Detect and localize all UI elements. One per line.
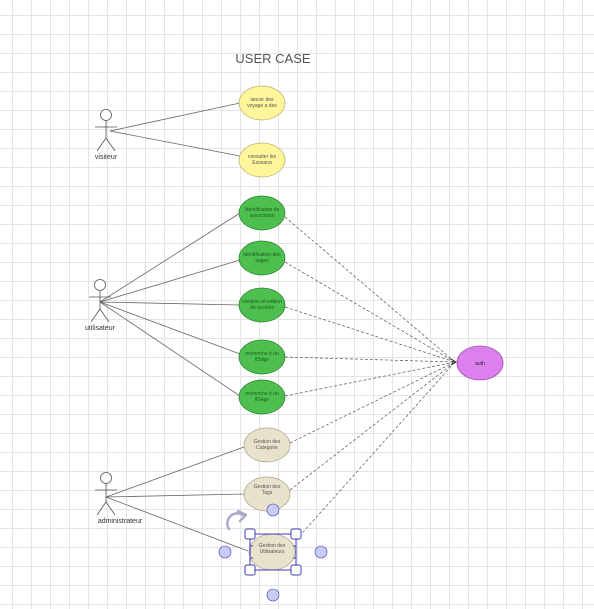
actor-label: administrateur [98,518,143,525]
association-line[interactable] [99,301,241,306]
use-case-uc3[interactable]: ldentification de association [238,195,286,231]
use-case-label: flSége [255,397,269,403]
association-line[interactable] [109,130,241,157]
use-case-label: Exosana [252,160,272,166]
association-line[interactable] [99,212,241,303]
actor-visiteur[interactable] [95,109,117,152]
use-case-label: recherche d un [245,351,279,357]
use-case-label: lancer des [250,97,274,103]
use-case-auth[interactable]: auth [456,345,504,381]
resize-handle[interactable] [290,528,302,540]
include-line[interactable] [284,216,456,363]
association-line[interactable] [105,493,245,498]
resize-handle[interactable] [244,528,256,540]
actor-utilisateur[interactable] [89,279,111,323]
include-line[interactable] [284,356,456,363]
actor-head-icon [100,109,112,121]
use-case-uc2[interactable]: consulter les Exosana [238,142,286,178]
use-case-uc9[interactable]: Gestion des Tags [243,476,291,512]
use-case-uc6[interactable]: recherche d un flSdge [238,339,286,375]
actor-label: utilisateur [85,325,116,332]
include-line[interactable] [284,261,456,363]
use-case-label: Tags [262,490,273,496]
use-case-label: Gestion des [254,484,281,490]
resize-handle[interactable] [244,564,256,576]
include-line[interactable] [289,361,456,491]
association-line[interactable] [105,446,245,498]
resize-handle[interactable] [290,564,302,576]
include-line[interactable] [284,306,456,363]
use-case-label: consulter les [248,154,277,160]
use-case-uc5[interactable]: creation et edition de sesions [238,287,286,323]
association-line[interactable] [99,259,241,303]
use-case-label: Categorie [256,445,278,451]
connection-handle[interactable] [266,588,280,602]
actor-head-icon [100,472,112,484]
arrowhead-icon [450,358,457,366]
use-case-label: creation et edition [242,299,282,305]
selection-overlay [218,503,328,602]
association-line[interactable] [109,102,241,132]
selection-box [249,533,297,571]
diagram-title: USER CASE [235,51,310,66]
association-line[interactable] [99,301,241,355]
use-case-label: Utilisateurs [260,549,285,555]
use-case-label: association [249,213,274,219]
rotate-icon[interactable] [226,509,248,531]
use-case-label: auth [475,361,485,367]
use-case-label: ldentification de [245,207,280,213]
use-case-uc10-selected[interactable]: Gestion des Utilisateurs [248,533,296,571]
use-case-label: Gestion des [254,439,281,445]
association-line[interactable] [99,301,241,397]
connection-handle[interactable] [218,545,232,559]
use-case-uc4[interactable]: identification des sages [238,240,286,276]
actor-administrateur[interactable] [95,472,117,516]
actor-head-icon [94,279,106,291]
connection-handle[interactable] [266,503,280,517]
use-case-uc7[interactable]: recherche d un flSége [238,379,286,415]
include-lines [284,216,456,541]
use-case-label: voyage a des [247,103,277,109]
use-case-uc8[interactable]: Gestion des Categorie [243,427,291,463]
use-case-label: flSdge [255,357,269,363]
use-case-label: recherche d un [245,391,279,397]
use-case-label: sages [255,258,269,264]
include-line[interactable] [289,361,456,444]
association-lines [99,102,249,552]
use-case-label: de sesions [250,305,274,311]
include-line[interactable] [284,361,456,397]
connection-handle[interactable] [314,545,328,559]
actor-label: visiteur [95,154,118,161]
use-case-uc1[interactable]: lancer des voyage a des [238,85,286,121]
use-case-label: Gestion des [259,543,286,549]
use-case-label: identification des [243,252,281,258]
association-line[interactable] [105,496,249,552]
